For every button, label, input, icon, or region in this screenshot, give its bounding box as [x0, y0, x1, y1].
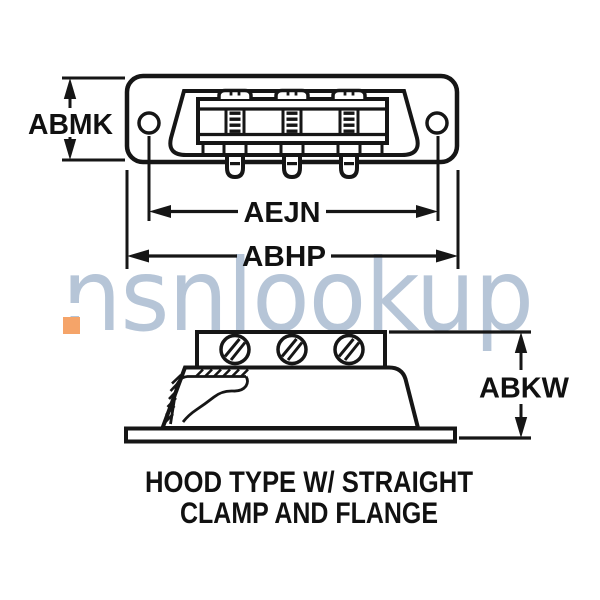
arrow-left [127, 249, 149, 263]
dimension-aejn: AEJN [147, 136, 440, 229]
clamp-break-line [181, 375, 249, 423]
hatch-line [204, 368, 213, 378]
stud-dash [287, 162, 297, 166]
contact-3 [331, 88, 367, 180]
contact-1 [217, 88, 253, 180]
mounting-hole-left [137, 111, 161, 135]
hatch-line [166, 397, 177, 408]
hood-body [159, 365, 421, 430]
screw-2 [276, 333, 308, 366]
clamp-hatch [163, 368, 249, 425]
stud [339, 153, 359, 180]
watermark-stem-gap [64, 303, 79, 316]
dimension-label-abkw: ABKW [479, 373, 570, 405]
contact-2 [274, 88, 310, 180]
screw-head [219, 333, 251, 366]
stud-dash [230, 162, 240, 166]
thread-dash [286, 111, 298, 115]
arrow-up [514, 332, 528, 353]
dimension-label-aejn: AEJN [244, 197, 321, 229]
screw-head [333, 333, 365, 366]
arrow-right [436, 249, 458, 263]
dimension-abkw: ABKW [389, 330, 570, 440]
thread-dash [343, 123, 355, 127]
mounting-flange [124, 426, 457, 444]
watermark-accent-square [63, 317, 80, 334]
arrow-up [63, 78, 77, 99]
caption-line-1: HOOD TYPE W/ STRAIGHT [145, 466, 473, 499]
mounting-hole-right [425, 111, 449, 135]
hatch-line [169, 381, 180, 392]
hatch-line [163, 413, 174, 424]
arrow-down [514, 417, 528, 438]
screw-slot [280, 338, 298, 358]
thread-dash [343, 129, 355, 133]
screw-head [276, 333, 308, 366]
hatch-line [240, 368, 249, 378]
thread-dash [229, 111, 241, 115]
screw-slot [337, 338, 355, 358]
thread-dash [286, 117, 298, 121]
caption-line-2: CLAMP AND FLANGE [180, 497, 438, 530]
screw-slot [229, 341, 247, 361]
thread-dash [229, 117, 241, 121]
screw-slot [343, 341, 361, 361]
screw-dome [331, 88, 367, 99]
thread-dash [343, 111, 355, 115]
hatch-line [195, 368, 204, 378]
hatch-line [168, 389, 179, 400]
hatch-line [213, 368, 222, 378]
side-view-drawing [124, 330, 457, 444]
hatch-line [171, 374, 182, 385]
thread-dash [229, 123, 241, 127]
screw-slot [286, 341, 304, 361]
arrow-left [149, 205, 171, 218]
hatch-line [222, 368, 231, 378]
thread-dash [229, 129, 241, 133]
screw-slot [223, 338, 241, 358]
thread-dash [286, 129, 298, 133]
dimension-label-abmk: ABMK [28, 109, 113, 141]
dimension-abhp: ABHP [125, 170, 460, 273]
arrow-right [416, 205, 438, 218]
dimension-abmk: ABMK [28, 76, 125, 162]
stud [282, 153, 302, 180]
hatch-line [231, 368, 240, 378]
caption: HOOD TYPE W/ STRAIGHT CLAMP AND FLANGE [145, 466, 473, 530]
hatch-line [165, 405, 176, 416]
stud [225, 153, 245, 180]
thread-dash [286, 123, 298, 127]
screw-dome [217, 88, 253, 99]
dimension-label-abhp: ABHP [242, 241, 326, 273]
stud-dash [344, 162, 354, 166]
screw-dome [274, 88, 310, 99]
screw-1 [219, 333, 251, 366]
screw-3 [333, 333, 365, 366]
front-view-drawing [124, 73, 460, 180]
thread-dash [343, 117, 355, 121]
arrow-down [63, 139, 77, 160]
